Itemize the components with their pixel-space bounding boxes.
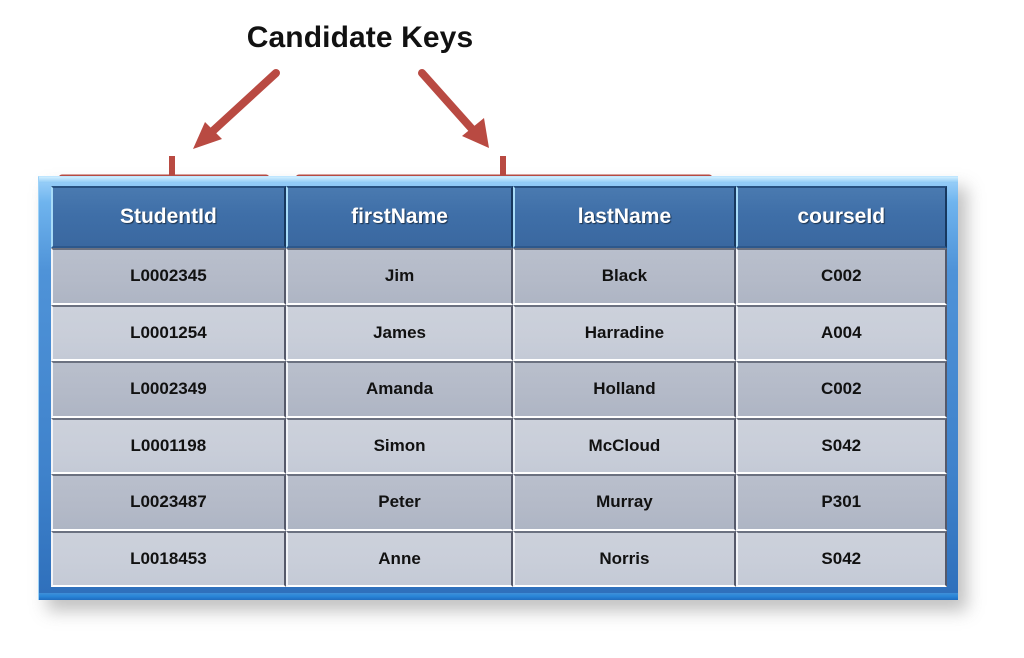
cell-lastname[interactable]: Holland (513, 361, 736, 418)
table-row[interactable]: L0001254 James Harradine A004 (51, 304, 947, 361)
column-header-lastname[interactable]: lastName (513, 186, 736, 248)
cell-value: L0018453 (130, 548, 207, 568)
cell-courseid[interactable]: C002 (735, 248, 947, 305)
table-row[interactable]: L0023487 Peter Murray P301 (51, 474, 947, 531)
cell-lastname[interactable]: Harradine (513, 304, 736, 361)
cell-value: L0002345 (130, 266, 207, 286)
cell-studentid[interactable]: L0001198 (51, 417, 286, 474)
cell-studentid[interactable]: L0001254 (51, 304, 286, 361)
cell-value: Simon (373, 435, 426, 455)
cell-firstname[interactable]: Amanda (285, 361, 514, 418)
cell-value: C002 (820, 379, 862, 399)
cell-courseid[interactable]: S042 (735, 530, 947, 587)
cell-value: S042 (821, 548, 862, 568)
column-header-firstname[interactable]: firstName (285, 186, 514, 248)
cell-value: L0002349 (130, 379, 207, 399)
cell-courseid[interactable]: A004 (735, 304, 947, 361)
cell-firstname[interactable]: Anne (285, 530, 514, 587)
column-header-courseid[interactable]: courseId (735, 186, 947, 248)
column-header-studentid-label: StudentId (119, 205, 217, 228)
cell-value: Norris (599, 548, 650, 568)
cell-value: Jim (384, 266, 415, 286)
table-row[interactable]: L0002349 Amanda Holland C002 (51, 361, 947, 418)
cell-value: A004 (820, 322, 862, 342)
cell-studentid[interactable]: L0002345 (51, 248, 286, 305)
table-header-row: StudentId firstName lastName courseId (51, 186, 947, 248)
cell-courseid[interactable]: P301 (735, 474, 947, 531)
table-row[interactable]: L0002345 Jim Black C002 (51, 248, 947, 305)
cell-studentid[interactable]: L0018453 (51, 530, 286, 587)
column-header-firstname-label: firstName (351, 205, 448, 228)
table-inner: StudentId firstName lastName courseId L0… (51, 186, 947, 587)
cell-value: Harradine (584, 322, 665, 342)
cell-value: L0001198 (130, 435, 207, 455)
cell-value: Holland (593, 379, 656, 399)
cell-value: S042 (821, 435, 862, 455)
table-row[interactable]: L0018453 Anne Norris S042 (51, 530, 947, 587)
table-row[interactable]: L0001198 Simon McCloud S042 (51, 417, 947, 474)
annotation-title: Candidate Keys (246, 21, 474, 54)
cell-value: McCloud (588, 435, 661, 455)
cell-firstname[interactable]: Simon (285, 417, 514, 474)
cell-lastname[interactable]: Murray (513, 474, 736, 531)
cell-value: Anne (378, 548, 421, 568)
cell-value: C002 (820, 266, 862, 286)
student-course-table: StudentId firstName lastName courseId L0… (51, 186, 947, 587)
arrow-to-studentid (193, 69, 280, 149)
arrow-to-name-pair (418, 69, 489, 148)
table-frame: StudentId firstName lastName courseId L0… (38, 176, 958, 600)
cell-value: Black (601, 266, 648, 286)
column-header-studentid[interactable]: StudentId (51, 186, 286, 248)
cell-studentid[interactable]: L0023487 (51, 474, 286, 531)
cell-value: Murray (596, 492, 653, 512)
cell-value: P301 (821, 492, 862, 512)
cell-firstname[interactable]: Jim (285, 248, 514, 305)
cell-courseid[interactable]: S042 (735, 417, 947, 474)
cell-lastname[interactable]: Norris (513, 530, 736, 587)
column-header-courseid-label: courseId (797, 205, 886, 228)
cell-value: Amanda (366, 379, 434, 399)
cell-courseid[interactable]: C002 (735, 361, 947, 418)
cell-value: L0001254 (130, 322, 207, 342)
cell-firstname[interactable]: Peter (285, 474, 514, 531)
cell-lastname[interactable]: Black (513, 248, 736, 305)
cell-value: L0023487 (130, 492, 207, 512)
column-header-lastname-label: lastName (577, 205, 672, 228)
cell-value: James (373, 322, 426, 342)
cell-lastname[interactable]: McCloud (513, 417, 736, 474)
cell-value: Peter (378, 492, 421, 512)
cell-firstname[interactable]: James (285, 304, 514, 361)
cell-studentid[interactable]: L0002349 (51, 361, 286, 418)
